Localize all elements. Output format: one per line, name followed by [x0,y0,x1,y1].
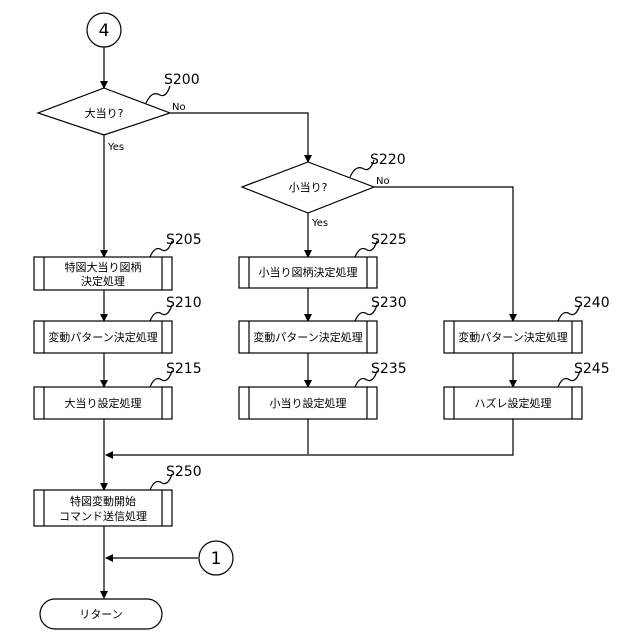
s200-leader [146,86,170,103]
terminal-return-label: リターン [79,608,122,621]
process-s205-line1: 特図大当り図柄 [65,260,142,274]
connector-1: 1 [199,541,233,575]
process-s235-line1: 小当り設定処理 [270,396,347,410]
decision-s220-step: S220 [370,152,406,168]
connector-4: 4 [87,13,121,47]
process-s230: 変動パターン決定処理 S230 [239,295,407,353]
connector-1-label: 1 [211,549,222,569]
process-s205-step: S205 [166,232,202,248]
process-s205-line2: 決定処理 [81,274,125,288]
process-s240-step: S240 [574,295,610,311]
process-s230-line1: 変動パターン決定処理 [253,330,362,344]
line-s200-no [170,113,308,162]
decision-s220-label: 小当り? [289,180,328,194]
process-s235-step: S235 [371,361,407,377]
decision-s200: 大当り? S200 No Yes [38,72,200,153]
process-s215-step: S215 [166,361,202,377]
decision-s200-no: No [172,102,186,113]
terminal-return: リターン [40,599,162,629]
process-s210: 変動パターン決定処理 S210 [34,295,202,353]
process-s250-line1: 特図変動開始 [70,494,136,508]
decision-s220-no: No [376,176,390,187]
process-s235: 小当り設定処理 S235 [239,361,407,419]
process-s215: 大当り設定処理 S215 [34,361,202,419]
process-s245-step: S245 [574,361,610,377]
process-s230-step: S230 [371,295,407,311]
process-s250-line2: コマンド送信処理 [59,509,147,523]
decision-s200-step: S200 [164,72,200,88]
decision-s220-yes: Yes [311,218,328,229]
connector-4-label: 4 [99,21,110,41]
process-s225-line1: 小当り図柄決定処理 [259,265,358,279]
process-s215-line1: 大当り設定処理 [65,396,142,410]
process-s225-step: S225 [371,232,407,248]
decision-s200-label: 大当り? [85,106,124,120]
process-s245: ハズレ設定処理 S245 [444,361,610,419]
process-s240-line1: 変動パターン決定処理 [458,330,567,344]
process-s250-step: S250 [166,464,202,480]
process-s250: 特図変動開始 コマンド送信処理 S250 [34,464,202,526]
process-s225: 小当り図柄決定処理 S225 [239,232,407,288]
decision-s220: 小当り? S220 No Yes [242,152,406,229]
process-s205: 特図大当り図柄 決定処理 S205 [34,232,202,290]
process-s245-line1: ハズレ設定処理 [475,396,552,410]
process-s210-line1: 変動パターン決定処理 [48,330,157,344]
process-s210-step: S210 [166,295,202,311]
line-s245-merge [106,419,513,455]
process-s240: 変動パターン決定処理 S240 [444,295,610,353]
decision-s200-yes: Yes [107,142,124,153]
